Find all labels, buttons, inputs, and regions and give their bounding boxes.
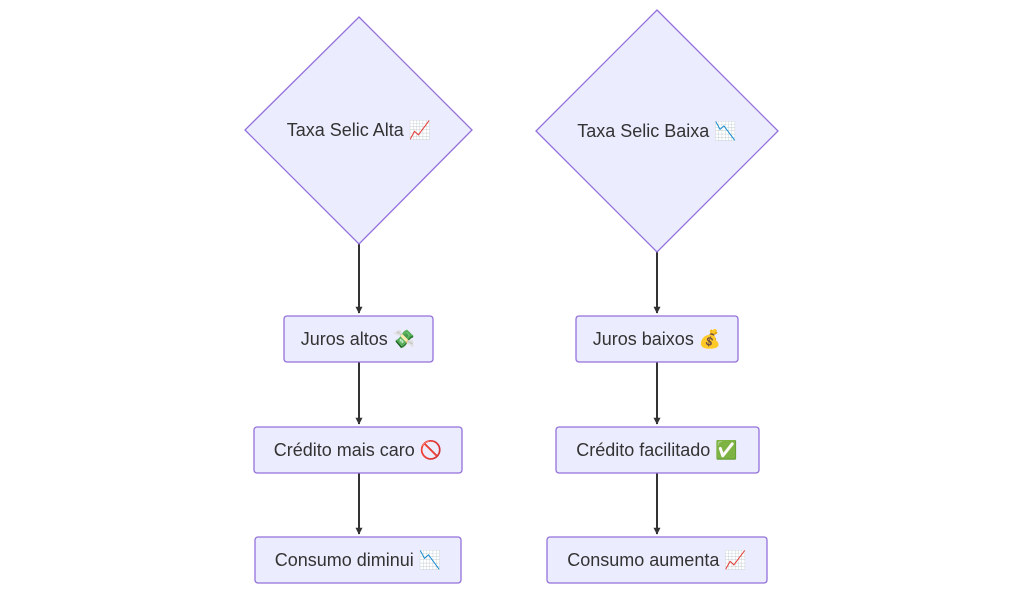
node-consumo-diminui: Consumo diminui 📉: [254, 536, 462, 584]
node-consumo-diminui-label: Consumo diminui 📉: [275, 549, 441, 570]
node-juros-altos-label: Juros altos 💸: [301, 329, 415, 349]
decision-taxa-selic-baixa: Taxa Selic Baixa 📉: [535, 9, 779, 253]
node-juros-baixos: Juros baixos 💰: [575, 315, 739, 363]
node-consumo-aumenta-label: Consumo aumenta 📈: [567, 549, 747, 570]
decision-taxa-selic-baixa-label: Taxa Selic Baixa 📉: [577, 120, 736, 141]
decision-taxa-selic-alta: Taxa Selic Alta 📈: [244, 16, 473, 245]
node-credito-mais-caro: Crédito mais caro 🚫: [253, 426, 463, 474]
node-consumo-aumenta: Consumo aumenta 📈: [546, 536, 768, 584]
flow-selic-baixa: Taxa Selic Baixa 📉 Juros baixos 💰 Crédit…: [535, 9, 779, 584]
node-credito-facilitado: Crédito facilitado ✅: [555, 426, 760, 474]
node-juros-baixos-label: Juros baixos 💰: [593, 328, 721, 350]
node-juros-altos: Juros altos 💸: [283, 315, 434, 363]
decision-taxa-selic-alta-label: Taxa Selic Alta 📈: [287, 119, 431, 140]
node-credito-mais-caro-label: Crédito mais caro 🚫: [274, 439, 442, 460]
node-credito-facilitado-label: Crédito facilitado ✅: [576, 439, 737, 460]
flow-selic-alta: Taxa Selic Alta 📈 Juros altos 💸 Crédito …: [244, 16, 473, 584]
